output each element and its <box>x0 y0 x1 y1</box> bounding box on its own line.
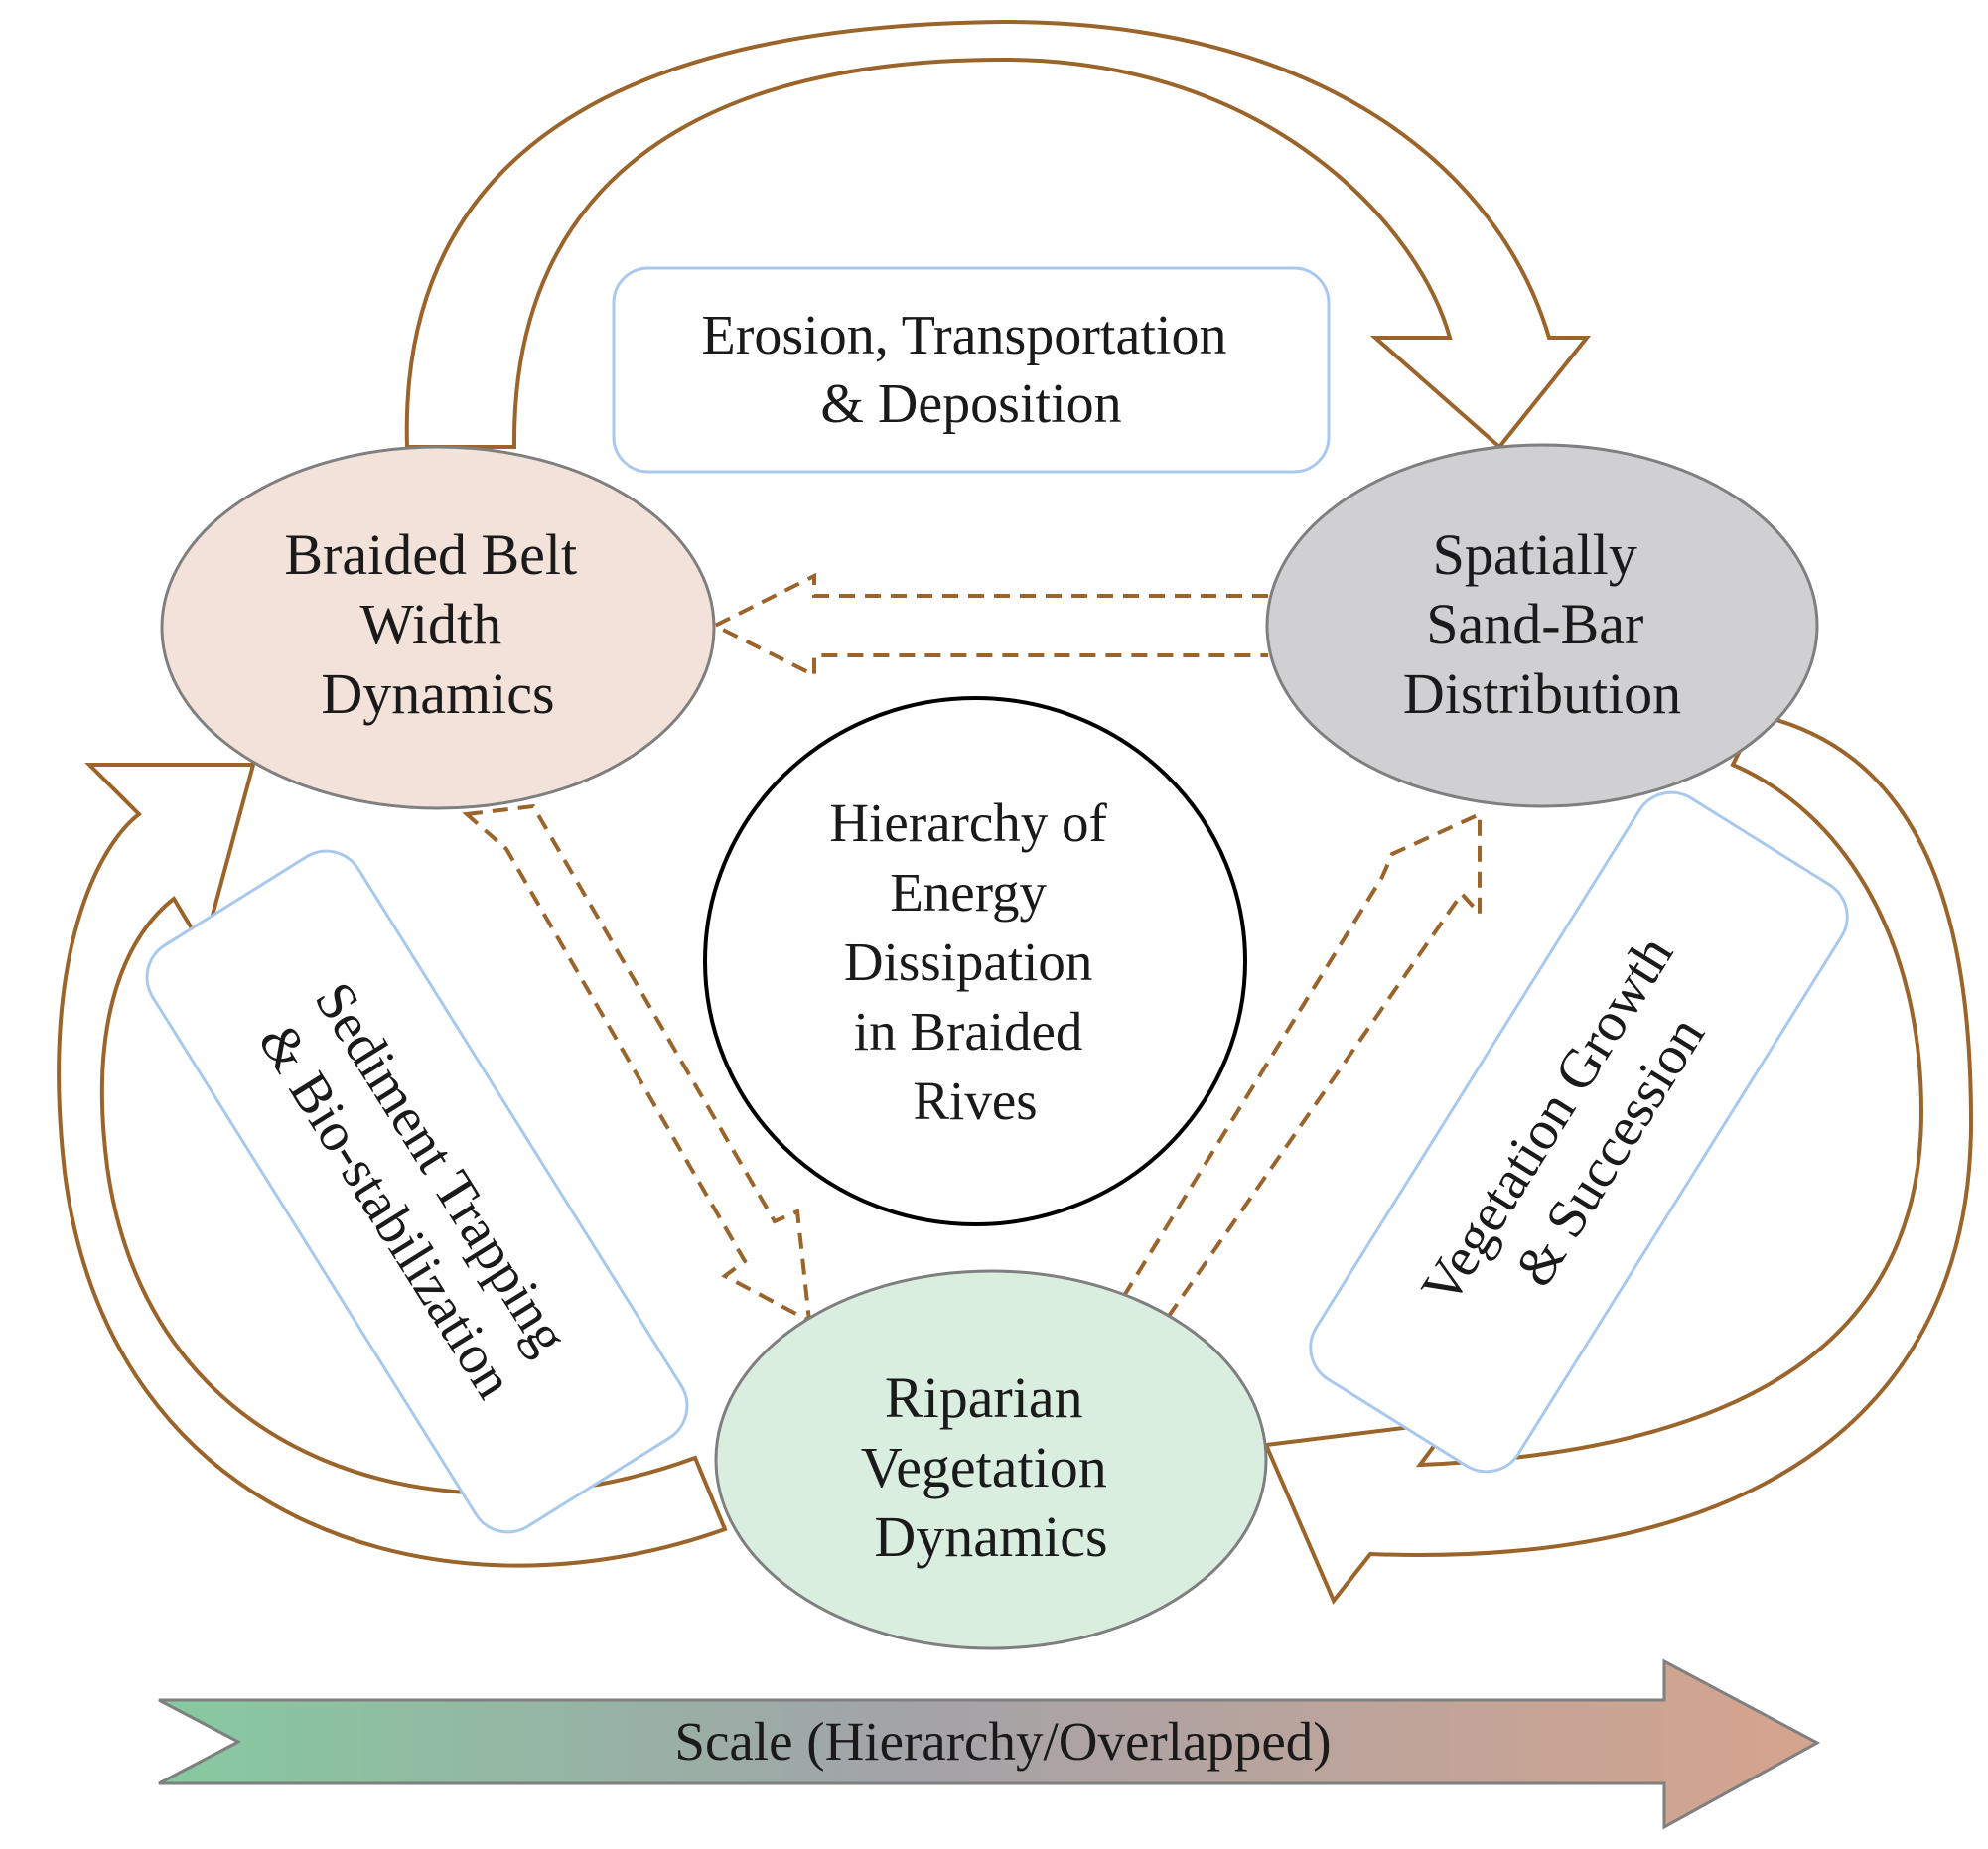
left-curved-arrow <box>57 763 728 1568</box>
svg-text:Braided Belt Width: Braided Belt Width Dynamics <box>284 522 591 726</box>
erosion-line-2: & Deposition <box>820 373 1121 435</box>
dashed-arrow-sandbar-to-belt <box>710 572 1268 679</box>
svg-text:Hierarchy of Energy: Hierarchy of Energy Dissipation in Braid… <box>829 792 1120 1131</box>
node-sand-bar: Spatially Sand-Bar Distribution <box>1265 443 1819 808</box>
erosion-line-1: Erosion, Transportation <box>702 305 1227 366</box>
riparian-line-3: Dynamics <box>874 1504 1107 1569</box>
sand-bar-line-1: Spatially <box>1433 522 1637 587</box>
svg-text:Spatially Sand-Bar: Spatially Sand-Bar Distribution <box>1403 522 1681 726</box>
sediment-box: Sediment Trapping & Bio-stabilization <box>145 849 689 1534</box>
center-line-3: Dissipation <box>844 931 1093 992</box>
node-riparian: Riparian Vegetation Dynamics <box>714 1269 1268 1650</box>
right-curved-arrow <box>1263 712 1974 1605</box>
center-line-4: in Braided <box>854 1001 1083 1062</box>
top-curved-arrow <box>404 19 1592 450</box>
erosion-box: Erosion, Transportation & Deposition <box>612 266 1331 474</box>
braided-belt-line-2: Width <box>359 592 501 656</box>
center-line-5: Rives <box>913 1070 1037 1131</box>
center-concept: Hierarchy of Energy Dissipation in Braid… <box>703 696 1247 1226</box>
svg-text:Riparian Vegetation: Riparian Vegetation Dynamics <box>861 1365 1122 1569</box>
braided-belt-line-1: Braided Belt <box>284 522 577 587</box>
center-line-2: Energy <box>890 862 1047 923</box>
node-braided-belt: Braided Belt Width Dynamics <box>160 445 716 810</box>
sand-bar-line-2: Sand-Bar <box>1426 592 1643 656</box>
svg-text:Erosion, Transportation: Erosion, Transportation & Deposition <box>702 305 1241 435</box>
riparian-line-1: Riparian <box>885 1365 1083 1430</box>
braided-belt-line-3: Dynamics <box>321 661 554 726</box>
center-line-1: Hierarchy of <box>829 792 1107 853</box>
sand-bar-line-3: Distribution <box>1403 661 1681 726</box>
riparian-line-2: Vegetation <box>861 1435 1107 1499</box>
scale-arrow: Scale (Hierarchy/Overlapped) <box>158 1658 1821 1830</box>
scale-label: Scale (Hierarchy/Overlapped) <box>674 1711 1331 1772</box>
dashed-arrow-riparian-to-sandbar <box>1119 810 1482 1322</box>
